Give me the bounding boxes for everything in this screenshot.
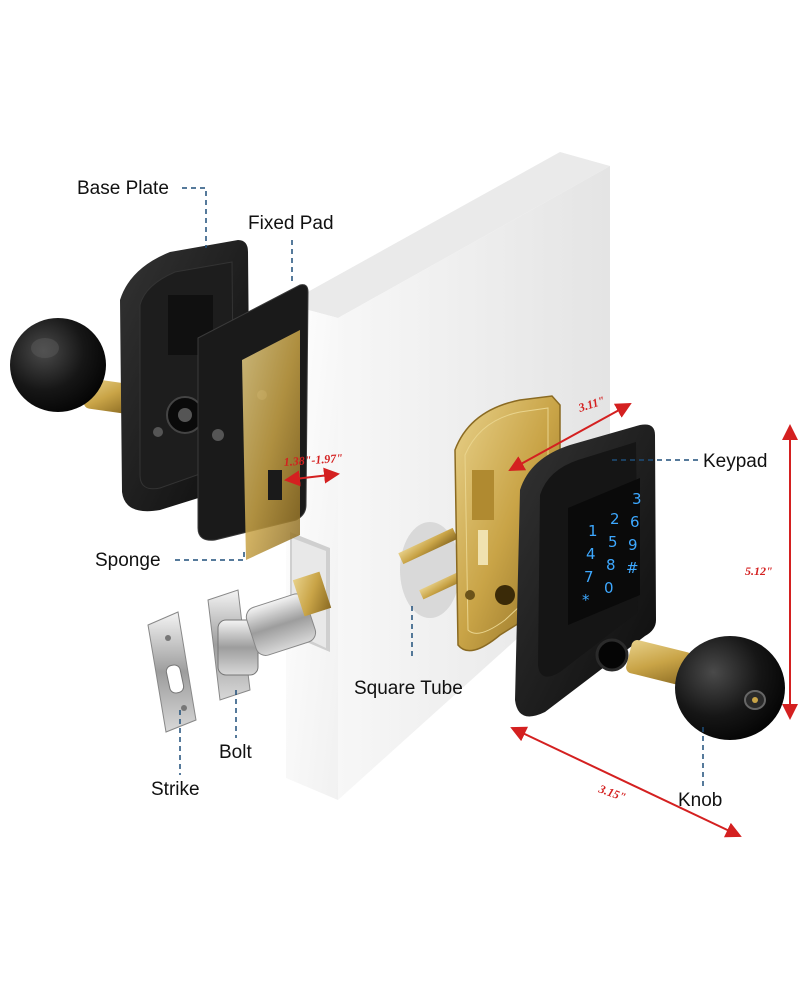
dim-plate-line xyxy=(508,403,632,471)
keypad-housing xyxy=(515,424,656,717)
dim-height: 5.12" xyxy=(745,564,773,578)
key-8: 8 xyxy=(606,556,616,574)
label-square-tube: Square Tube xyxy=(354,678,463,699)
key-7: 7 xyxy=(584,568,594,586)
keypad-keys: 1 2 3 4 5 6 7 8 9 * 0 # xyxy=(582,490,642,609)
leader-base-plate xyxy=(182,187,207,248)
dim-knob-depth: 3.15" xyxy=(596,781,628,804)
strike-plate xyxy=(147,611,197,733)
label-bolt: Bolt xyxy=(219,742,252,763)
latch-bolt xyxy=(207,571,332,701)
key-2: 2 xyxy=(610,510,620,528)
key-0: 0 xyxy=(604,579,614,597)
inside-knob xyxy=(10,318,132,414)
key-6: 6 xyxy=(630,513,640,531)
leader-sponge xyxy=(175,552,245,561)
dim-door-line xyxy=(284,467,340,487)
key-5: 5 xyxy=(608,533,618,551)
key-4: 4 xyxy=(586,545,596,563)
label-keypad: Keypad xyxy=(703,451,767,472)
key-9: 9 xyxy=(628,536,638,554)
dim-depth-line xyxy=(510,726,742,838)
outside-knob xyxy=(626,636,785,740)
label-base-plate: Base Plate xyxy=(77,178,169,199)
dimension-lines xyxy=(284,403,798,838)
key-star: * xyxy=(582,591,590,609)
key-3: 3 xyxy=(632,490,642,508)
sponge-gasket xyxy=(242,330,300,560)
label-fixed-pad: Fixed Pad xyxy=(248,213,334,234)
label-knob: Knob xyxy=(678,790,722,811)
label-strike: Strike xyxy=(151,779,200,800)
key-1: 1 xyxy=(588,522,598,540)
dim-door-thickness: 1.38"-1.97" xyxy=(283,451,343,469)
key-hash: # xyxy=(626,559,639,577)
label-sponge: Sponge xyxy=(95,550,161,571)
